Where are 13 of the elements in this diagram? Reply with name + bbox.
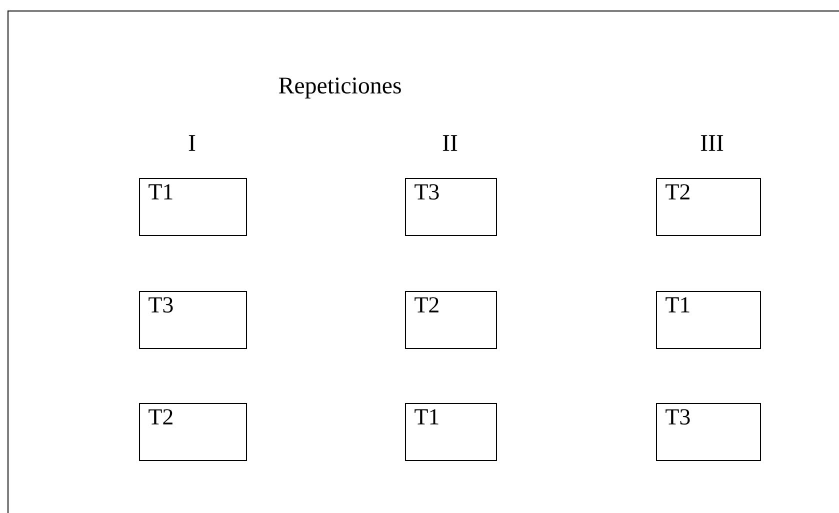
treatment-box: T2	[139, 403, 247, 461]
column-label: III	[700, 135, 724, 151]
column-label: I	[188, 135, 196, 151]
treatment-box: T3	[405, 178, 497, 236]
treatment-box: T2	[405, 291, 497, 349]
treatment-box: T3	[139, 291, 247, 349]
treatment-box: T1	[139, 178, 247, 236]
treatment-box: T1	[656, 291, 761, 349]
treatment-box: T3	[656, 403, 761, 461]
treatment-box: T2	[656, 178, 761, 236]
column-label: II	[442, 135, 458, 151]
treatment-box: T1	[405, 403, 497, 461]
heading: Repeticiones	[278, 78, 401, 98]
